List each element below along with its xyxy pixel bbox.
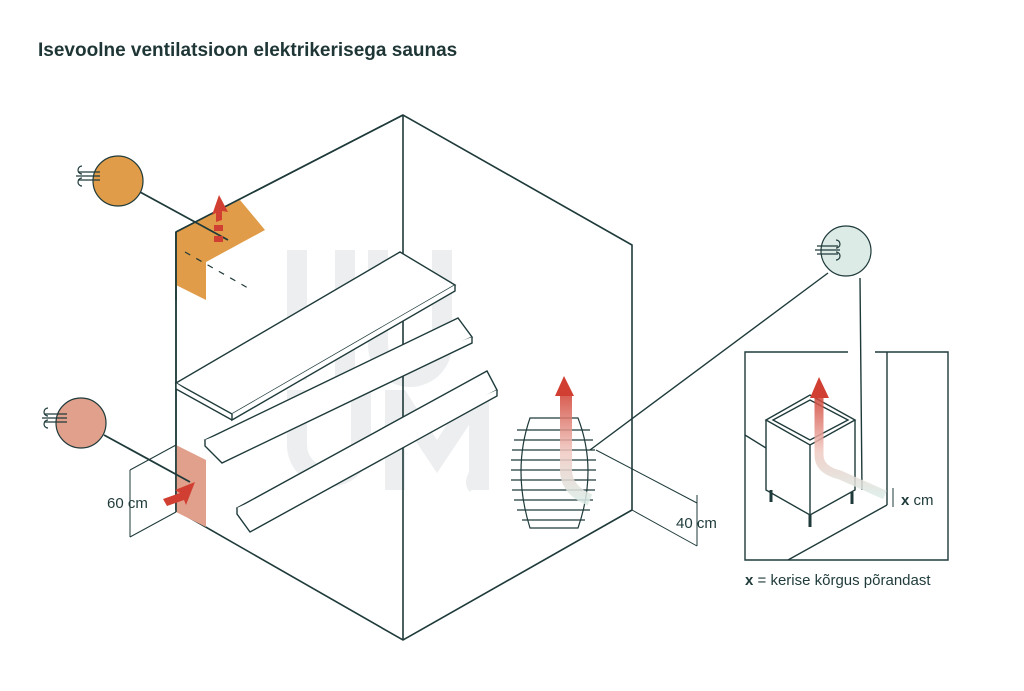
legend-text: = kerise kõrgus põrandast	[758, 572, 932, 589]
exhaust-vent	[176, 200, 265, 300]
fresh-air-indicator	[820, 225, 872, 277]
exhaust-vent-indicator	[92, 155, 144, 207]
arrow-out-icon	[163, 482, 195, 506]
lower-vent-height-label: 60 cm	[107, 495, 148, 512]
wind-icon	[815, 239, 841, 261]
benches	[174, 251, 498, 533]
wind-icon	[42, 407, 67, 429]
heater	[511, 417, 596, 529]
x-variable: x	[901, 492, 910, 509]
x-unit: cm	[914, 492, 934, 509]
heater-clearance-label: 40 cm	[676, 515, 717, 532]
wind-icon	[76, 165, 100, 187]
legend-x: x	[745, 572, 754, 589]
svg-text:x cm: x cm	[901, 492, 934, 509]
heater-detail-inset	[744, 277, 949, 561]
svg-text:x = kerise kõrgus põrandast: x = kerise kõrgus põrandast	[745, 572, 931, 589]
arrow-up-icon	[212, 195, 228, 242]
diagram-title: Isevoolne ventilatsioon elektrikerisega …	[38, 40, 458, 61]
intake-vent-indicator	[55, 397, 107, 449]
